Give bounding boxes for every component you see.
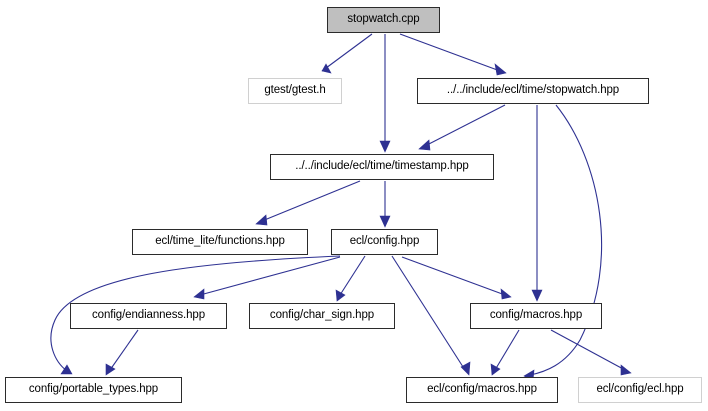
node-label: gtest/gtest.h	[264, 84, 326, 97]
arrowhead-icon	[60, 364, 73, 375]
arrowhead-icon	[255, 214, 268, 226]
edge-timestamp_hpp-to-functions_hpp	[261, 180, 361, 222]
node-portable_types_hpp[interactable]: config/portable_types.hpp	[5, 377, 182, 403]
edge-config_hpp-to-portable_types_hpp	[50, 255, 341, 372]
edge-stopwatch_cpp-to-stopwatch_hpp	[399, 33, 501, 72]
node-label: stopwatch.cpp	[347, 13, 420, 26]
node-stopwatch_cpp[interactable]: stopwatch.cpp	[327, 7, 440, 33]
arrowhead-icon	[193, 288, 205, 300]
node-char_sign_hpp[interactable]: config/char_sign.hpp	[249, 303, 395, 329]
edge-config_hpp-to-endianness_hpp	[199, 256, 341, 296]
arrowhead-icon	[418, 139, 431, 151]
edge-stopwatch_cpp-to-gtest_h	[321, 33, 373, 72]
edge-config_hpp-to-config_macros_hpp	[401, 256, 506, 296]
edge-config_macros_hpp-to-ecl_config_macros	[494, 329, 520, 371]
arrowhead-icon	[490, 363, 501, 376]
node-config_hpp[interactable]: ecl/config.hpp	[331, 229, 438, 255]
node-gtest_h[interactable]: gtest/gtest.h	[248, 78, 342, 104]
arrowhead-icon	[620, 364, 632, 376]
node-functions_hpp[interactable]: ecl/time_lite/functions.hpp	[132, 229, 308, 255]
arrowhead-icon	[494, 63, 507, 76]
arrowhead-icon	[379, 140, 391, 153]
node-ecl_config_ecl[interactable]: ecl/config/ecl.hpp	[578, 377, 702, 403]
node-config_macros_hpp[interactable]: config/macros.hpp	[470, 303, 602, 329]
edge-config_hpp-to-ecl_config_macros	[391, 255, 466, 371]
node-stopwatch_hpp[interactable]: ../../include/ecl/time/stopwatch.hpp	[417, 78, 649, 104]
arrowhead-icon	[531, 289, 543, 302]
edge-config_hpp-to-char_sign_hpp	[339, 255, 366, 296]
node-label: config/char_sign.hpp	[269, 309, 375, 322]
node-endianness_hpp[interactable]: config/endianness.hpp	[70, 303, 227, 329]
edge-stopwatch_hpp-to-timestamp_hpp	[424, 104, 506, 147]
node-label: ecl/time_lite/functions.hpp	[155, 235, 285, 248]
node-timestamp_hpp[interactable]: ../../include/ecl/time/timestamp.hpp	[270, 154, 494, 180]
edge-endianness_hpp-to-portable_types_hpp	[109, 329, 139, 371]
edges-group	[50, 33, 632, 382]
node-label: ../../include/ecl/time/timestamp.hpp	[295, 160, 469, 173]
arrowhead-icon	[460, 361, 471, 376]
edge-config_macros_hpp-to-ecl_config_ecl	[550, 329, 626, 371]
node-label: config/macros.hpp	[489, 309, 583, 322]
node-label: config/endianness.hpp	[92, 309, 205, 322]
arrowhead-icon	[500, 288, 512, 300]
node-label: ../../include/ecl/time/stopwatch.hpp	[446, 84, 620, 97]
node-label: ecl/config/ecl.hpp	[596, 383, 684, 396]
node-ecl_config_macros[interactable]: ecl/config/macros.hpp	[406, 377, 558, 403]
arrowhead-icon	[335, 289, 346, 302]
edge-stopwatch_hpp-to-ecl_config_macros	[529, 104, 603, 376]
node-label: config/portable_types.hpp	[28, 383, 159, 396]
arrowhead-icon	[321, 63, 332, 74]
node-label: ecl/config.hpp	[349, 235, 420, 248]
arrowhead-icon	[105, 363, 116, 376]
arrowhead-icon	[379, 215, 391, 228]
node-label: ecl/config/macros.hpp	[427, 383, 537, 396]
